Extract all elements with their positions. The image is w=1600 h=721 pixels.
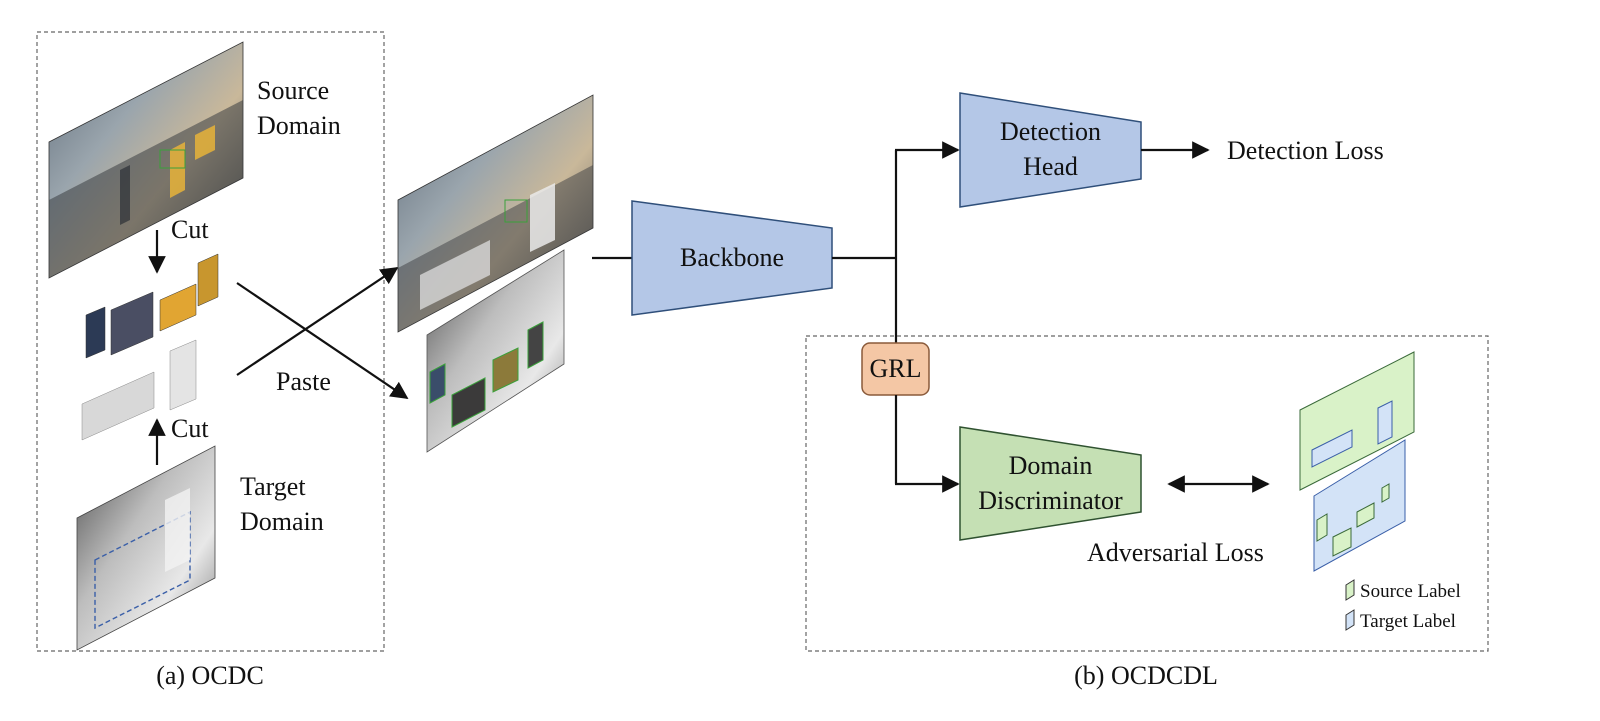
mixed-source-image (397, 94, 594, 333)
cropped-target-objects (81, 339, 197, 441)
source-label-map (1299, 351, 1415, 491)
paste-arrow-to-source (236, 267, 399, 376)
legend-target-swatch (1345, 609, 1355, 631)
source-domain-image (48, 41, 244, 279)
backbone-block (631, 200, 833, 316)
source-domain-label-line1: Source (257, 76, 330, 105)
panel-b-border (805, 335, 1489, 652)
domain-discriminator-block (959, 426, 1142, 541)
legend-source-swatch (1345, 579, 1355, 601)
legend-source-label: Source Label (1360, 581, 1461, 602)
legend-target-label: Target Label (1360, 611, 1456, 632)
panel-a-caption: (a) OCDC (156, 661, 264, 690)
detection-head-block (959, 92, 1142, 208)
source-domain-label-line2: Domain (257, 111, 341, 140)
cropped-source-objects (85, 253, 219, 359)
adversarial-loss-label: Adversarial Loss (1087, 538, 1264, 567)
detection-head-label-line2: Head (1023, 152, 1078, 181)
paste-label: Paste (276, 367, 331, 396)
domain-discriminator-label-line2: Discriminator (978, 486, 1123, 515)
cut-label-top: Cut (171, 215, 209, 244)
target-domain-label-line1: Target (240, 472, 306, 501)
cut-label-bottom: Cut (171, 414, 209, 443)
target-domain-image (76, 445, 216, 651)
grl-label: GRL (869, 354, 922, 383)
backbone-label: Backbone (680, 243, 784, 272)
panel-b-caption: (b) OCDCDL (1074, 661, 1218, 690)
detection-loss-label: Detection Loss (1227, 136, 1384, 165)
mixed-target-image (426, 249, 565, 453)
paste-arrow-to-target (236, 282, 409, 399)
domain-discriminator-label-line1: Domain (1008, 451, 1093, 480)
detection-head-label-line1: Detection (999, 117, 1102, 146)
target-label-map (1313, 439, 1406, 572)
target-domain-label-line2: Domain (240, 507, 324, 536)
